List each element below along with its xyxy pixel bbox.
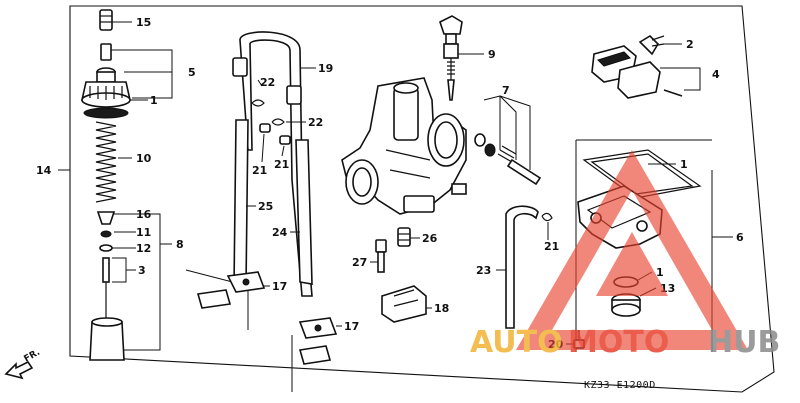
part-air-screw-set: [474, 133, 542, 186]
part-hose-24: [295, 139, 313, 285]
callout-17-b: 17: [344, 320, 359, 333]
callout-3: 3: [138, 264, 146, 277]
float-bowl-bracket: [575, 139, 712, 352]
part-bracket: [381, 285, 427, 323]
front-direction-label: FR.: [23, 348, 42, 365]
part-clip-22a: [251, 99, 265, 107]
part-plate-17b-hole: [314, 324, 322, 332]
callout-5: 5: [188, 66, 196, 79]
part-fitting-21a: [259, 123, 271, 133]
part-plate-17a-hole: [242, 278, 250, 286]
callout-15: 15: [136, 16, 151, 29]
callout-25: 25: [258, 200, 273, 213]
callout-22-b: 22: [308, 116, 323, 129]
part-starter-valve: [439, 15, 463, 101]
callout-27: 27: [352, 256, 367, 269]
diagram-border: [69, 5, 775, 393]
front-direction-arrow: FR.: [4, 348, 42, 380]
callout-11: 11: [136, 226, 151, 239]
part-throttle-slide: [89, 317, 125, 361]
callout-9: 9: [488, 48, 496, 61]
callout-7: 7: [502, 84, 510, 97]
callout-21-b: 21: [274, 158, 289, 171]
part-cap: [99, 9, 113, 31]
part-drain-plug: [611, 293, 641, 317]
part-float-valve: [638, 34, 665, 56]
callout-6: 6: [736, 231, 744, 244]
part-main-jet: [397, 227, 411, 247]
callout-8: 8: [176, 238, 184, 251]
part-vent-tube-19: [232, 31, 313, 297]
callout-2: 2: [686, 38, 694, 51]
callout-1-gasket: 1: [680, 158, 688, 171]
part-gasket: [83, 107, 129, 119]
part-clip-21c: [541, 212, 553, 222]
drawing-code: KZ33-E1200D: [584, 380, 656, 391]
part-carburetor-body: [341, 77, 467, 215]
watermark-triangle-inner: [596, 232, 668, 296]
watermark-auto: AUTO: [470, 325, 563, 360]
part-overflow-tube: [505, 205, 539, 329]
callout-26: 26: [422, 232, 438, 245]
part-adjuster-nut: [100, 43, 112, 61]
callout-1-top: 1: [150, 94, 158, 107]
callout-16: 16: [136, 208, 152, 221]
callout-22-a: 22: [260, 76, 275, 89]
part-hose-25: [233, 119, 249, 287]
part-jet-needle: [102, 257, 110, 322]
callout-1-oring: 1: [656, 266, 664, 279]
callout-12: 12: [136, 242, 151, 255]
part-clip: [100, 230, 112, 238]
callout-19: 19: [318, 62, 333, 75]
part-float: [591, 45, 683, 99]
watermark-moto: MOTO: [568, 325, 669, 360]
part-gasket-small-b: [298, 345, 332, 365]
callout-14: 14: [36, 164, 52, 177]
part-spring: [95, 121, 117, 203]
callout-10: 10: [136, 152, 152, 165]
callout-24: 24: [272, 226, 288, 239]
callout-21-c: 21: [544, 240, 559, 253]
watermark-triangle: [516, 150, 748, 350]
callout-21-a: 21: [252, 164, 267, 177]
part-clip-22b: [271, 118, 285, 126]
part-needle-jet: [375, 239, 387, 273]
leader-lines: [111, 21, 701, 351]
watermark-hub: HUB: [708, 325, 780, 360]
callout-18: 18: [434, 302, 449, 315]
callout-17-a: 17: [272, 280, 287, 293]
part-washer: [99, 244, 113, 252]
callout-23: 23: [476, 264, 491, 277]
part-fitting-21b: [279, 135, 291, 145]
part-needle-retainer: [96, 211, 116, 225]
part-top-cap: [81, 67, 131, 108]
part-gasket-small-a: [196, 289, 232, 309]
callout-4: 4: [712, 68, 720, 81]
automotohub-watermark: AUTO MOTO HUB: [470, 150, 780, 360]
